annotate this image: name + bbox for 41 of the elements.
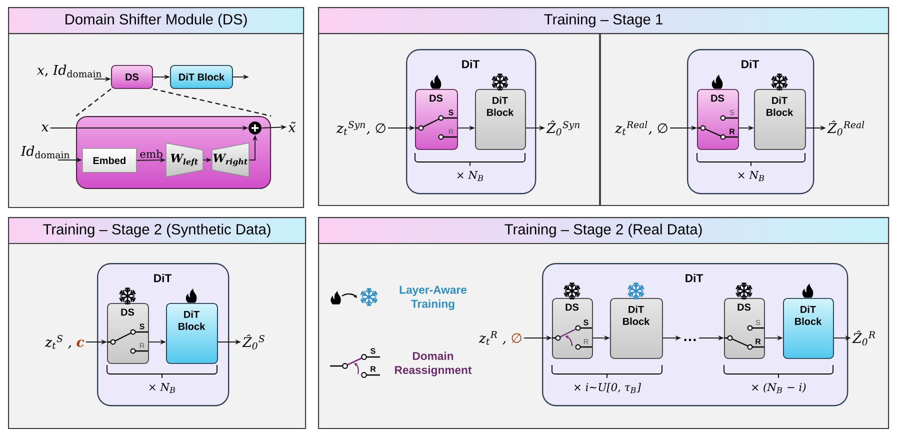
repeat-label: × (N$_{B}$ − i) <box>752 382 806 394</box>
edge-label: emb <box>140 150 162 158</box>
ellipsis-dots: … <box>684 338 696 341</box>
repeat-label: × N$_{B}$ <box>738 171 764 181</box>
variable-label: x̃ <box>288 122 296 132</box>
dit-block: DiT Block <box>475 89 526 150</box>
variable-label: Id$_{domain}$ <box>20 146 70 158</box>
terminal-label: S <box>448 110 454 116</box>
embed-block: Embed <box>82 148 137 173</box>
variable-label: Ẑ$_{0}$R <box>852 330 876 346</box>
terminal-label: S <box>584 320 588 326</box>
sum-circle <box>248 122 262 134</box>
dit-block: DiT Block <box>610 298 663 359</box>
dit-block: DiT Block <box>166 302 218 364</box>
variable-label: x, Id$_{domain}$ <box>36 64 102 78</box>
terminal-label: R <box>730 128 735 134</box>
variable-label: z$_{t}$$^{R}$ , ∅ <box>478 331 522 345</box>
variable-label: z$_{t}$$^{Syn}$, ∅ <box>336 121 386 135</box>
terminal-label: R <box>756 338 761 344</box>
title-bar: Domain Shifter Module (DS) <box>8 7 304 34</box>
legend-label: Domain Reassignment <box>395 352 472 376</box>
legend-label: Layer-Aware Training <box>400 286 467 310</box>
variable-label: x <box>41 124 49 132</box>
repeat-label: × N$_{B}$ <box>457 171 483 181</box>
title-bar: Training – Stage 1 <box>318 7 890 34</box>
terminal-label: S <box>140 324 144 330</box>
repeat-label: × N$_{B}$ <box>149 383 175 393</box>
ds-block: DS <box>111 65 153 89</box>
variable-label: Ẑ$_{0}$Syn <box>546 120 580 136</box>
title-bar: Training – Stage 2 (Synthetic Data) <box>8 217 306 244</box>
terminal-label: R <box>370 366 376 372</box>
variable-label: Ẑ$_{0}$S <box>242 334 264 350</box>
dit-block: DiT Block <box>754 89 806 150</box>
variable-label: Ẑ$_{0}$Real <box>827 120 864 136</box>
variable-label: z$_{t}$$^{S}$ , c <box>44 335 84 349</box>
dit-block: DiT Block <box>170 65 233 89</box>
terminal-label: S <box>370 348 376 354</box>
title-bar: Training – Stage 2 (Real Data) <box>318 217 890 244</box>
repeat-label: × i∼U[0, τ$_{B}$] <box>574 382 641 394</box>
dit-block: DiT Block <box>783 298 834 359</box>
variable-label: z$_{t}$$^{Real}$, ∅ <box>614 120 668 136</box>
